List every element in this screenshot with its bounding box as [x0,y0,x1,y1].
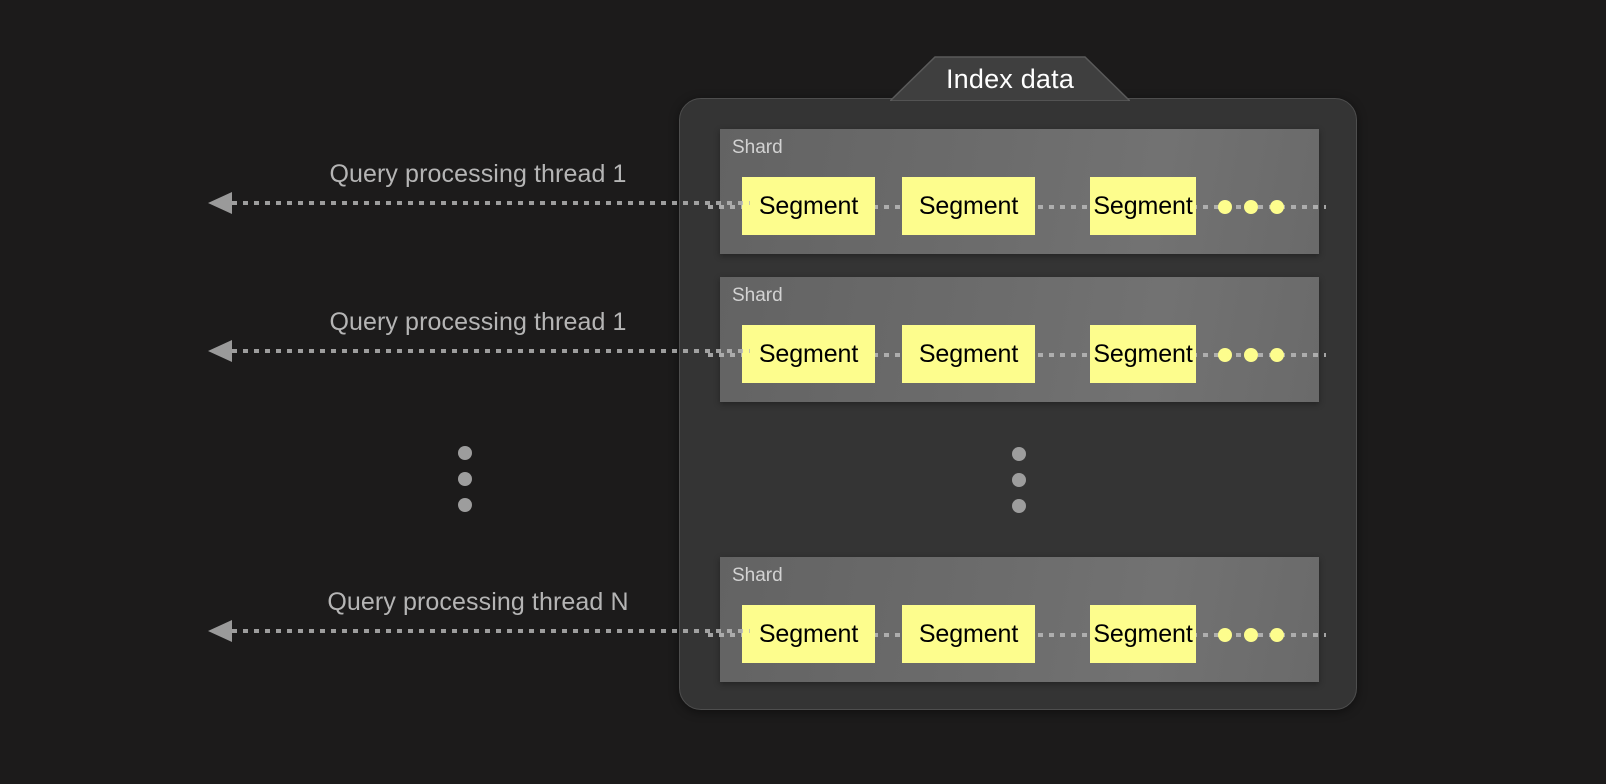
arrow-left-icon [208,340,232,362]
shard-label: Shard [732,137,783,158]
segment-box: Segment [1090,177,1196,235]
segment-box: Segment [902,177,1035,235]
query-thread-label: Query processing thread 1 [329,160,627,188]
query-thread-label: Query processing thread N [327,588,629,616]
query-thread-row: Query processing thread 1 [208,160,750,220]
segment-box: Segment [1090,605,1196,663]
segment-ellipsis-icon [1218,625,1296,645]
index-data-container: Shard Segment Segment Segment Shard Segm… [679,98,1357,710]
query-thread-line [232,629,750,633]
query-thread-label: Query processing thread 1 [329,308,627,336]
query-thread-ellipsis-icon [458,446,472,524]
index-data-tab: Index data [890,55,1130,101]
segment-ellipsis-icon [1218,345,1296,365]
query-thread-line [232,349,750,353]
query-thread-row: Query processing thread N [208,588,750,648]
arrow-left-icon [208,620,232,642]
shard-label: Shard [732,565,783,586]
index-data-title: Index data [945,64,1075,94]
shard-label: Shard [732,285,783,306]
tab-shape [890,56,1130,101]
query-thread-row: Query processing thread 1 [208,308,750,368]
arrow-left-icon [208,192,232,214]
shard-row: Shard Segment Segment Segment [708,129,1326,254]
segment-ellipsis-icon [1218,197,1296,217]
segment-box: Segment [902,325,1035,383]
segment-box: Segment [742,605,875,663]
shard-ellipsis-icon [1012,447,1026,525]
shard-row: Shard Segment Segment Segment [708,557,1326,682]
query-thread-line [232,201,750,205]
segment-box: Segment [742,325,875,383]
segment-box: Segment [902,605,1035,663]
segment-box: Segment [742,177,875,235]
shard-row: Shard Segment Segment Segment [708,277,1326,402]
segment-box: Segment [1090,325,1196,383]
